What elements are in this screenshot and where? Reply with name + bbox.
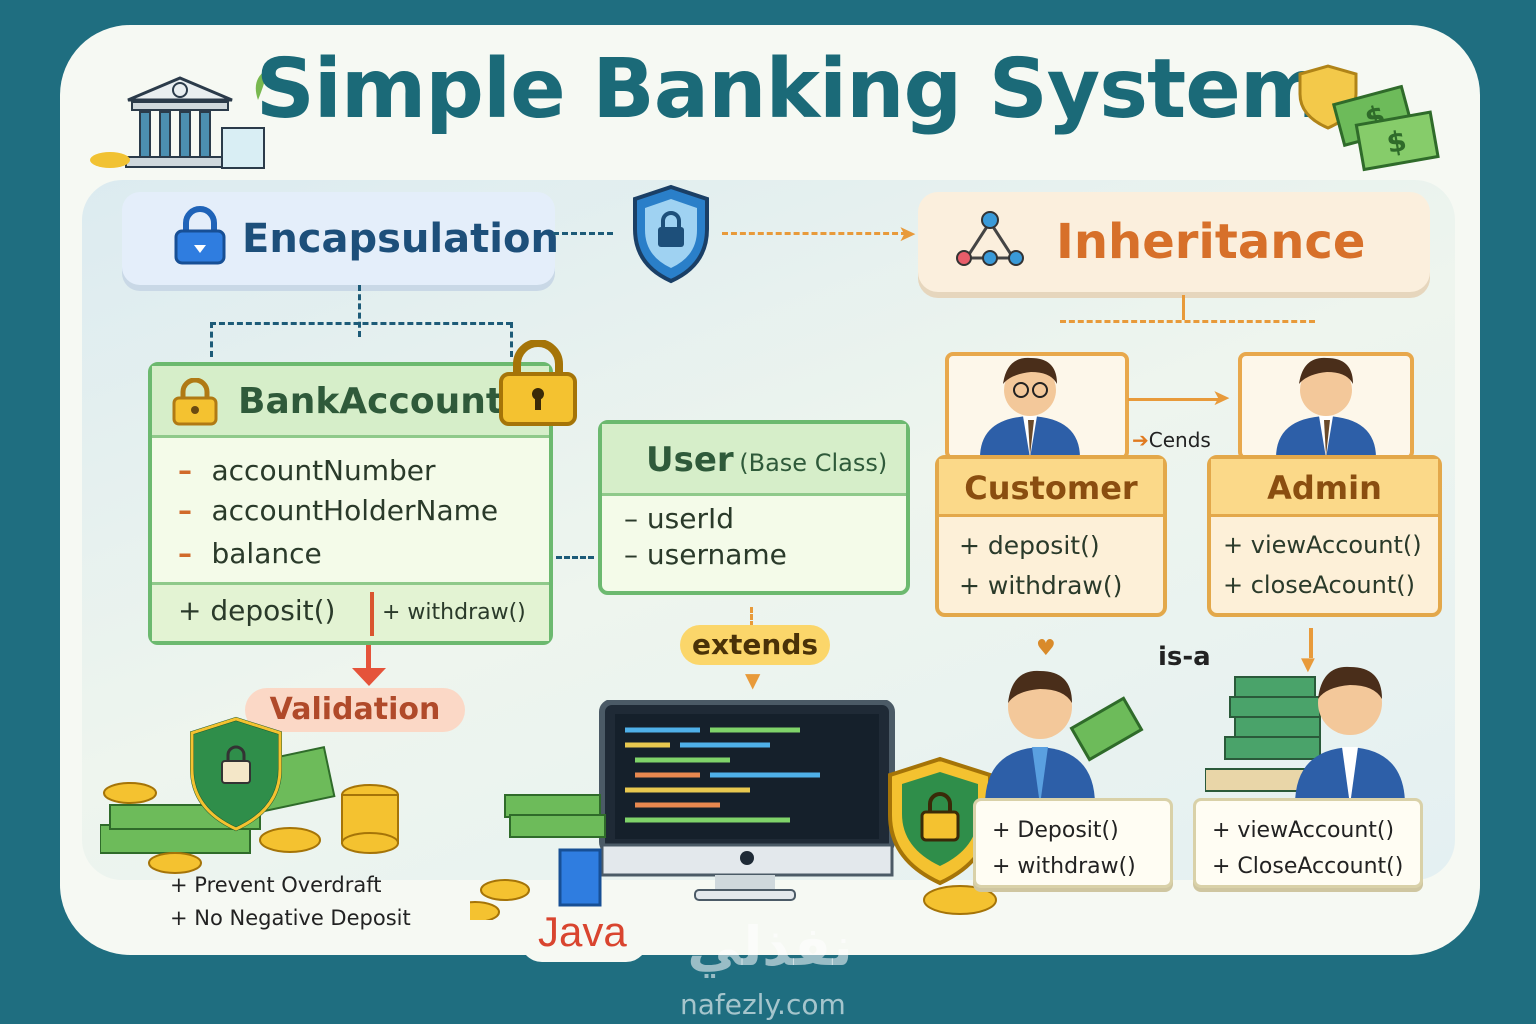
inheritance-box: Inheritance: [918, 192, 1430, 292]
admin-card-closeaccount: + CloseAccount(): [1212, 854, 1404, 879]
extends-label: extends: [680, 625, 830, 665]
money-shield-icon: $ $: [1298, 64, 1440, 172]
bankaccount-title: BankAccount: [152, 366, 549, 438]
customer-title: Customer: [939, 459, 1163, 517]
encapsulation-box: Encapsulation: [122, 192, 559, 285]
page-title: Simple Banking System: [255, 42, 1326, 137]
field-balance: balance: [211, 537, 322, 570]
lock-icon: [174, 206, 226, 265]
customer-card-withdraw: + withdraw(): [992, 854, 1136, 879]
customer-class: Customer + deposit() + withdraw(): [935, 455, 1167, 617]
hierarchy-icon: [956, 211, 1024, 266]
lock-icon: [172, 378, 218, 426]
user-title: User: [646, 440, 734, 480]
inheritance-label: Inheritance: [1056, 214, 1366, 270]
customer-method-deposit: + deposit(): [959, 531, 1100, 560]
arrow-head-icon: ➤: [898, 222, 917, 247]
encapsulation-label: Encapsulation: [242, 215, 559, 262]
is-a-label: is-a: [1158, 642, 1211, 672]
customer-with-money-illustration: [985, 670, 1144, 805]
admin-avatar: [1238, 352, 1414, 458]
connector-line: [510, 322, 513, 357]
field-accountnumber: accountNumber: [211, 454, 436, 487]
customer-card-deposit: + Deposit(): [992, 818, 1119, 843]
validation-label: Validation: [245, 688, 465, 732]
connector-line: [210, 322, 213, 357]
extends-relation-label: ➔Cends: [1132, 428, 1211, 452]
user-class: User (Base Class) – userId – username: [598, 420, 910, 595]
watermark-site: nafezly.com: [680, 988, 846, 1021]
method-deposit: + deposit(): [178, 594, 336, 627]
admin-card-viewaccount: + viewAccount(): [1212, 818, 1395, 843]
connector-line: [1060, 320, 1315, 323]
arrow-down-icon: [366, 645, 371, 675]
bank-building-icon: [90, 70, 267, 169]
method-withdraw: + withdraw(): [382, 600, 526, 625]
rule-prevent-overdraft: + Prevent Overdraft: [170, 873, 382, 897]
connector-line: [1182, 295, 1185, 320]
connector-line: [556, 556, 594, 559]
connector-line: [750, 607, 753, 627]
admin-method-viewaccount: + viewAccount(): [1223, 531, 1422, 559]
arrow-down-icon: [1309, 628, 1313, 658]
extends-arrow: [1128, 398, 1223, 401]
shield-lock-icon: [633, 184, 709, 284]
admin-title: Admin: [1211, 459, 1438, 517]
field-accountholdername: accountHolderName: [211, 494, 499, 527]
admin-with-books-illustration: [1205, 666, 1405, 805]
arrow-head-icon: [352, 668, 386, 686]
customer-method-withdraw: + withdraw(): [959, 571, 1123, 600]
heart-icon: ♥: [1036, 636, 1056, 661]
admin-class: Admin + viewAccount() + closeAcount(): [1207, 455, 1442, 617]
customer-avatar: [945, 352, 1129, 458]
field-username: – username: [624, 538, 787, 571]
customer-card: + Deposit() + withdraw(): [973, 798, 1173, 888]
user-note: (Base Class): [739, 449, 888, 477]
connector-line: [210, 322, 512, 325]
padlock-icon: [499, 340, 577, 426]
arrow-connector: [553, 232, 613, 235]
java-label: Java: [538, 908, 627, 955]
admin-card: + viewAccount() + CloseAccount(): [1193, 798, 1423, 888]
computer-monitor-illustration: [470, 700, 997, 920]
connector-line: [358, 285, 361, 337]
field-userid: – userId: [624, 502, 735, 535]
rule-no-negative-deposit: + No Negative Deposit: [170, 906, 411, 930]
arrow-connector: [722, 232, 907, 235]
arrow-head-icon: ➤: [1212, 386, 1231, 411]
admin-method-closeaccount: + closeAcount(): [1223, 571, 1415, 599]
arrow-down-icon: ▼: [745, 668, 761, 692]
watermark-arabic: نفذلي: [687, 915, 853, 978]
money-coins-illustration: [100, 716, 399, 874]
